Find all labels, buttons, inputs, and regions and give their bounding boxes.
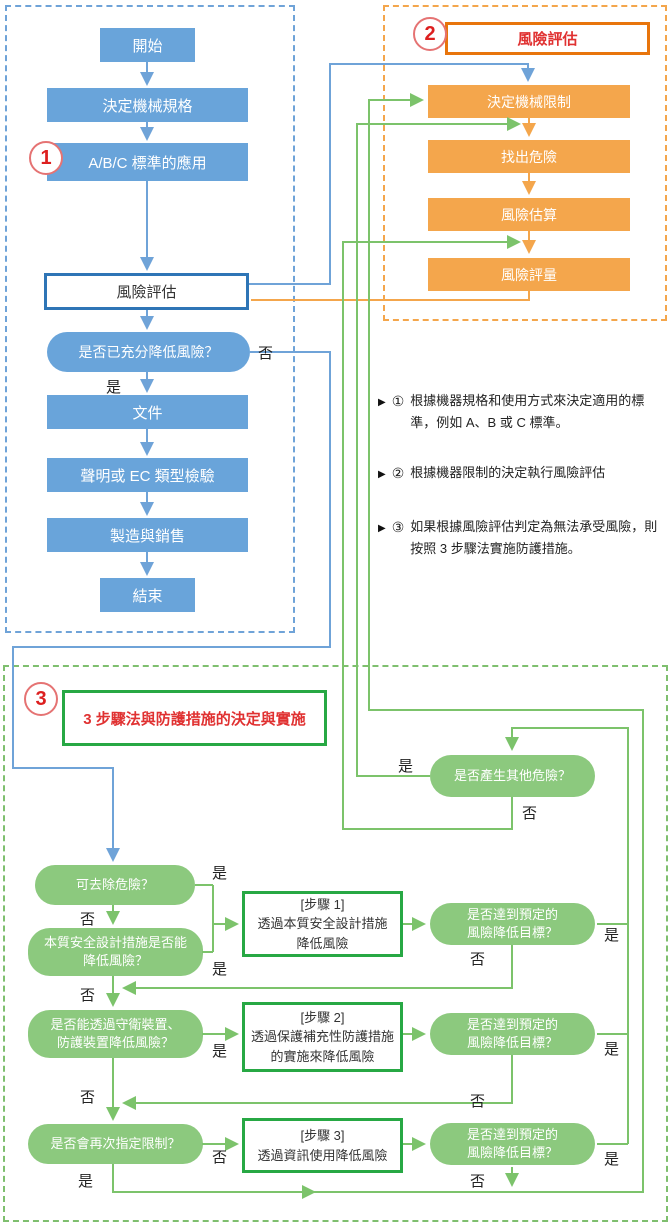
- pill-line: 風險降低目標？: [466, 925, 558, 940]
- label-no-other-hazards: 否: [522, 805, 538, 822]
- node-manufacture-sell: 製造與銷售: [47, 518, 248, 552]
- label-yes-goal2: 是: [604, 1041, 620, 1058]
- node-start: 開始: [100, 28, 195, 62]
- title-three-step: 3 步驟法與防護措施的決定與實施: [62, 690, 327, 746]
- node-relimit: 是否會再次指定限制？: [28, 1124, 203, 1164]
- step-title: [步驟 1]: [300, 896, 345, 912]
- pill-line: 防護裝置降低風險？: [56, 1035, 174, 1050]
- node-abc-standards: A/B/C 標準的應用: [47, 143, 248, 181]
- node-risk-assessment: 風險評估: [44, 273, 249, 310]
- node-sufficiently-reduced: 是否已充分降低風險？: [47, 332, 250, 372]
- step-line: 透過本質安全設計措施: [257, 916, 388, 932]
- label-yes-remove: 是: [212, 865, 228, 882]
- note-number: ②: [391, 465, 405, 481]
- label-yes-goal1: 是: [604, 927, 620, 944]
- title-risk-assessment: 風險評估: [445, 22, 650, 55]
- node-inherent-design: 本質安全設計措施是否能 降低風險？: [28, 928, 203, 976]
- label-yes-sufficient: 是: [106, 379, 122, 396]
- node-remove-hazard: 可去除危險？: [35, 865, 195, 905]
- label-yes-inherent: 是: [212, 961, 228, 978]
- step-line: 透過資訊使用降低風險: [257, 1147, 388, 1163]
- node-end: 結束: [100, 578, 195, 612]
- pill-line: 本質安全設計措施是否能: [43, 935, 187, 951]
- note-2: ▶ ② 根據機器限制的決定執行風險評估: [378, 462, 670, 486]
- pill-line: 風險降低目標？: [466, 1035, 558, 1050]
- step-line: 的實施來降低風險: [270, 1048, 375, 1064]
- triangle-bullet-icon: ▶: [378, 469, 386, 480]
- label-no-goal2: 否: [470, 1093, 486, 1110]
- node-risk-evaluation: 風險評量: [428, 258, 630, 291]
- note-number: ①: [391, 393, 405, 409]
- label-no-guards: 否: [80, 1089, 96, 1106]
- node-risk-estimation: 風險估算: [428, 198, 630, 231]
- node-ec-exam: 聲明或 EC 類型檢驗: [47, 458, 248, 492]
- triangle-bullet-icon: ▶: [378, 523, 386, 534]
- label-no-remove: 否: [80, 911, 96, 928]
- node-guards: 是否能透過守衛裝置、 防護裝置降低風險？: [28, 1010, 203, 1058]
- label-yes-guards: 是: [212, 1043, 228, 1060]
- pill-line: 降低風險？: [82, 953, 148, 968]
- note-text: 根據機器規格和使用方式來決定適用的標準，例如 A、B 或 C 標準。: [410, 393, 645, 431]
- note-text: 根據機器限制的決定執行風險評估: [410, 465, 606, 480]
- note-3: ▶ ③ 如果根據風險評估判定為無法承受風險，則按照 3 步驟法實施防護措施。: [378, 516, 670, 560]
- pill-line: 是否達到預定的: [466, 1127, 558, 1143]
- step-line: 透過保護補充性防護措施: [250, 1029, 394, 1045]
- badge-3: 3: [24, 682, 58, 716]
- node-document: 文件: [47, 395, 248, 429]
- label-yes-goal3: 是: [604, 1151, 620, 1168]
- node-goal-3: 是否達到預定的 風險降低目標？: [430, 1123, 595, 1165]
- label-no-inherent: 否: [80, 987, 96, 1004]
- note-text: 如果根據風險評估判定為無法承受風險，則按照 3 步驟法實施防護措施。: [410, 519, 658, 557]
- pill-line: 是否達到預定的: [466, 907, 558, 923]
- label-yes-other-hazards: 是: [398, 758, 414, 775]
- node-goal-2: 是否達到預定的 風險降低目標？: [430, 1013, 595, 1055]
- pill-line: 是否能透過守衛裝置、: [50, 1017, 181, 1033]
- label-no-goal3: 否: [470, 1173, 486, 1190]
- node-determine-spec: 決定機械規格: [47, 88, 248, 122]
- node-determine-limits: 決定機械限制: [428, 85, 630, 118]
- step-line: 降低風險: [296, 935, 349, 951]
- node-identify-hazards: 找出危險: [428, 140, 630, 173]
- node-step3: [步驟 3] 透過資訊使用降低風險: [242, 1118, 403, 1173]
- label-no-sufficient: 否: [258, 345, 274, 362]
- step-title: [步驟 3]: [300, 1128, 345, 1143]
- pill-line: 是否達到預定的: [466, 1017, 558, 1033]
- label-yes-relimit: 是: [78, 1173, 94, 1190]
- note-1: ▶ ① 根據機器規格和使用方式來決定適用的標準，例如 A、B 或 C 標準。: [378, 390, 670, 434]
- pill-line: 風險降低目標？: [466, 1145, 558, 1160]
- triangle-bullet-icon: ▶: [378, 397, 386, 408]
- label-no-goal1: 否: [470, 951, 486, 968]
- label-no-relimit: 否: [212, 1149, 228, 1166]
- note-number: ③: [391, 519, 405, 535]
- node-other-hazards: 是否產生其他危險？: [430, 755, 595, 797]
- node-step1: [步驟 1] 透過本質安全設計措施 降低風險: [242, 891, 403, 957]
- node-goal-1: 是否達到預定的 風險降低目標？: [430, 903, 595, 945]
- node-step2: [步驟 2] 透過保護補充性防護措施 的實施來降低風險: [242, 1002, 403, 1072]
- badge-2: 2: [413, 17, 447, 51]
- badge-1: 1: [29, 141, 63, 175]
- step-title: [步驟 2]: [300, 1009, 345, 1025]
